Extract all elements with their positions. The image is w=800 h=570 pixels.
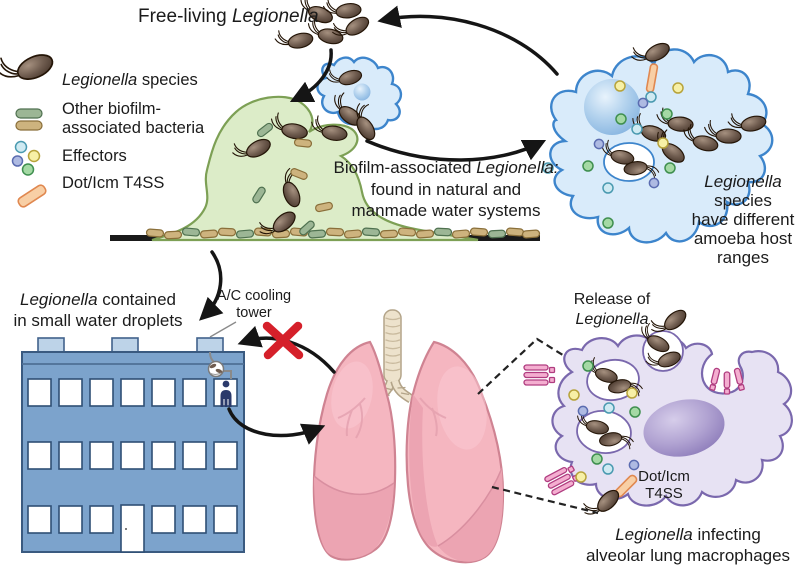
macrophage-caption: Legionella infecting alveolar lung macro… bbox=[570, 524, 800, 566]
amoeba-host-text: amoeba host bbox=[693, 229, 793, 248]
windows bbox=[27, 378, 238, 534]
receptor-comb bbox=[523, 364, 556, 386]
legend-text: Effectors bbox=[62, 147, 127, 165]
legend-text: Dot/Icm T4SS bbox=[62, 174, 165, 192]
small-amoeba-nucleus bbox=[353, 83, 371, 101]
building-label-text: in small water droplets bbox=[13, 311, 183, 330]
macrophage-effectors bbox=[568, 360, 641, 483]
arrow-biofilm-to-amoeba bbox=[365, 139, 547, 162]
large-amoeba bbox=[542, 32, 774, 244]
cooling-tower-label: A/C cooling tower bbox=[214, 288, 294, 321]
building bbox=[21, 337, 245, 553]
amoeba-host-text: ranges bbox=[717, 248, 769, 267]
release-label: Release of Legionella bbox=[566, 290, 658, 329]
release-text: Release of bbox=[573, 291, 651, 308]
biofilm-label: Biofilm-associated Legionella: found in … bbox=[320, 157, 572, 222]
cooling-tower-text: tower bbox=[236, 304, 272, 321]
door bbox=[120, 504, 145, 553]
amoeba-host-label: Legionella species have different amoeba… bbox=[681, 172, 800, 267]
effectors-icon bbox=[11, 140, 41, 176]
amoeba-host-italic: Legionella bbox=[704, 172, 782, 191]
biofilm-bacteria-pills-icon bbox=[15, 108, 43, 131]
ac-label-leader-line bbox=[209, 321, 237, 338]
amoeba-host-text: have different bbox=[691, 210, 795, 229]
building-label: Legionella contained in small water drop… bbox=[12, 289, 184, 331]
cooling-tower-text: A/C cooling bbox=[216, 288, 292, 304]
receptor-rods bbox=[708, 367, 746, 395]
building-label-text: contained bbox=[97, 290, 176, 309]
person-icon bbox=[220, 380, 232, 407]
macrophage-caption-italic: Legionella bbox=[615, 525, 693, 544]
arrow-amoeba-to-freeliving bbox=[377, 5, 559, 76]
amoeba-host-text: species bbox=[714, 191, 772, 210]
biofilm-label-italic: Legionella: bbox=[476, 158, 559, 177]
lungs bbox=[312, 309, 505, 564]
arrow-freeliving-to-biofilm bbox=[289, 48, 333, 103]
t4ss-rod-icon bbox=[17, 184, 47, 208]
water-droplet-vent-icon bbox=[207, 360, 225, 378]
building-label-italic: Legionella bbox=[20, 290, 98, 309]
macrophage-caption-text: alveolar lung macrophages bbox=[585, 546, 791, 565]
legend-item-biofilm-bacteria: Other biofilm-associated bacteria bbox=[62, 100, 204, 137]
biofilm-label-text: Biofilm-associated bbox=[333, 158, 477, 177]
legend-item-effectors: Effectors bbox=[62, 147, 127, 166]
macrophage-nucleus bbox=[643, 399, 725, 457]
legend-text: associated bacteria bbox=[62, 118, 205, 137]
biofilm-label-text: found in natural and bbox=[370, 179, 522, 199]
macrophage bbox=[523, 300, 793, 525]
t4ss-callout-text: T4SS bbox=[645, 485, 683, 502]
arrows bbox=[199, 5, 559, 445]
legend-text: Other biofilm- bbox=[62, 100, 162, 118]
free-living-label-text: Free-living bbox=[138, 6, 232, 27]
rooftop-unit bbox=[111, 337, 139, 353]
t4ss-callout-label: Dot/Icm T4SS bbox=[632, 468, 696, 502]
legionella-bacterium-icon bbox=[0, 38, 57, 92]
arrow-biofilm-to-building bbox=[199, 250, 224, 321]
macrophage-caption-text: infecting bbox=[692, 525, 761, 544]
right-lung-lower-lobe bbox=[438, 468, 503, 562]
right-lung-medial-shade bbox=[409, 394, 438, 547]
door-handle bbox=[125, 528, 127, 530]
amoeba-effectors bbox=[542, 80, 684, 229]
biofilm-surface bbox=[110, 95, 541, 245]
small-amoeba bbox=[309, 56, 403, 144]
amoeba-nucleus bbox=[584, 79, 640, 135]
dashed-callout-lines bbox=[477, 337, 599, 515]
legend-item-legionella: Legionella species bbox=[62, 71, 198, 90]
biofilm-blob bbox=[151, 95, 479, 242]
legend-item-t4ss: Dot/Icm T4SS bbox=[62, 174, 164, 193]
legend-text: Legionella bbox=[62, 71, 138, 89]
free-living-label-italic: Legionella bbox=[231, 6, 319, 27]
release-italic: Legionella bbox=[575, 310, 649, 328]
legend-text: species bbox=[137, 71, 198, 89]
arrow-person-to-lungs bbox=[227, 407, 326, 445]
ac-cooling-tower-unit bbox=[196, 337, 224, 353]
rooftop-unit bbox=[37, 337, 65, 353]
red-x-icon bbox=[262, 321, 304, 360]
free-living-label: Free-living Legionella bbox=[138, 6, 400, 28]
biofilm-label-text: manmade water systems bbox=[351, 201, 541, 220]
pipe bbox=[223, 370, 232, 379]
legend-icons bbox=[0, 38, 57, 208]
left-lung-lower-lobe bbox=[314, 476, 394, 559]
t4ss-callout-text: Dot/Icm bbox=[638, 468, 690, 485]
